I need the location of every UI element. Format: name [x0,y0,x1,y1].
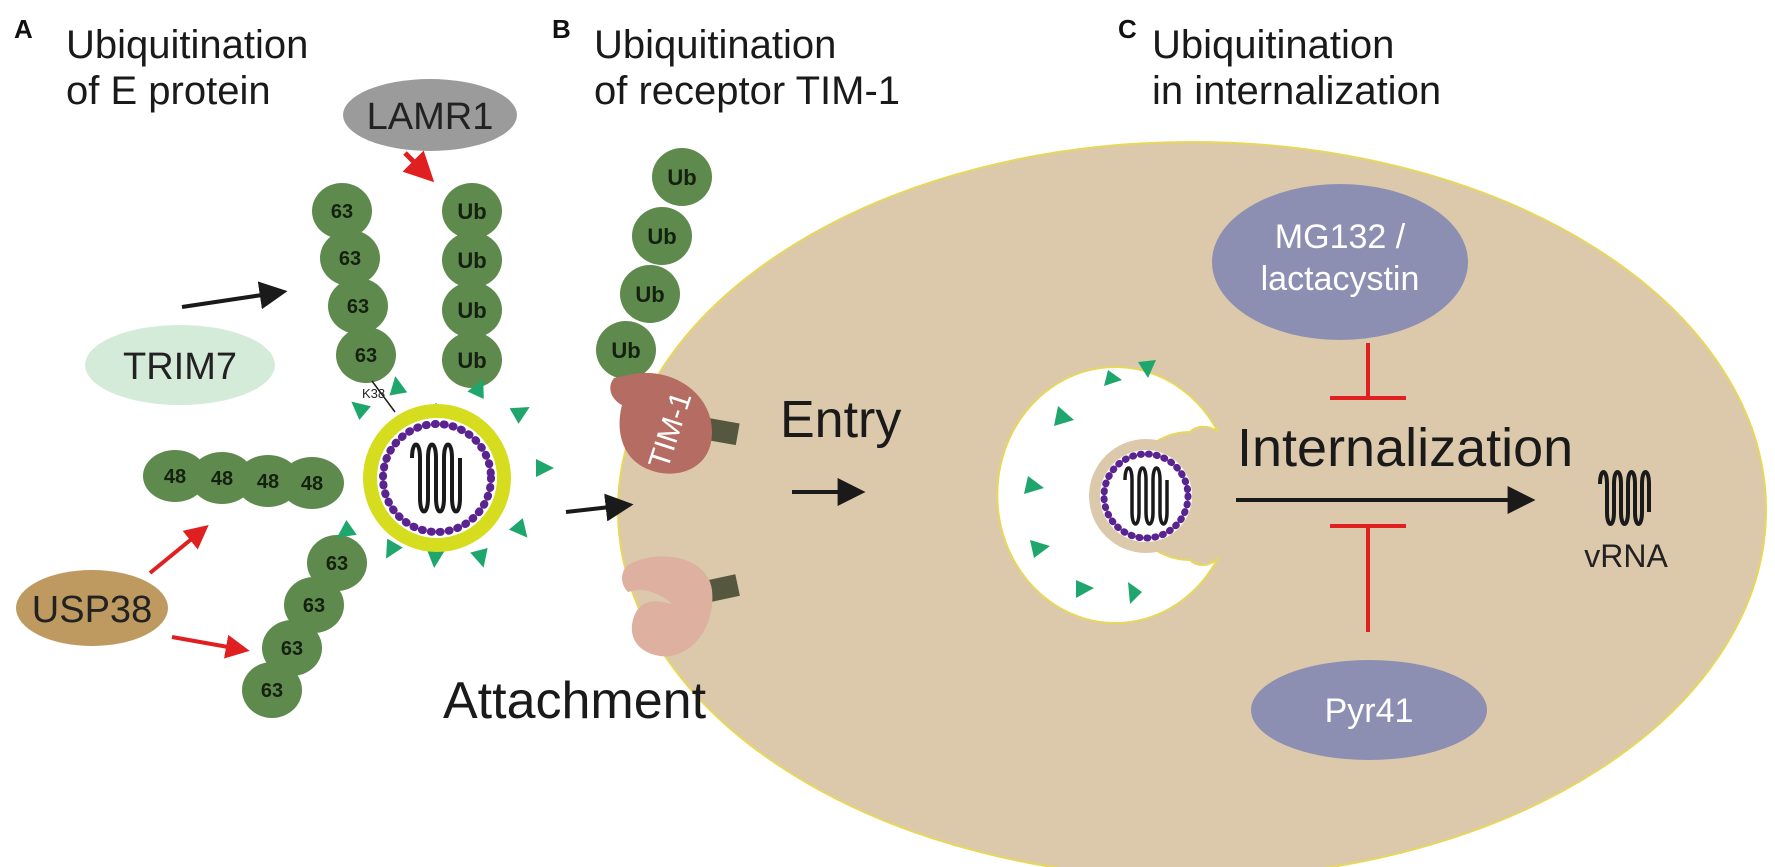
panel-c-title: C Ubiquitination in internalization [1118,14,1441,113]
ub-chain-label: 63 [261,680,283,702]
ub-unit-label: Ub [457,348,486,373]
lamr1-label: LAMR1 [367,96,494,138]
ub-unit-label: Ub [667,165,696,190]
k63-chain-top: 63 63 63 63 [312,183,396,383]
k48-chain: 48 48 48 48 [143,450,344,509]
ub-unit-label: Ub [611,338,640,363]
panel-b-title: B Ubiquitination of receptor TIM-1 [552,14,900,113]
ub-unit-label: Ub [647,224,676,249]
ub-chain-label: 63 [331,201,353,223]
panel-letter-c: C [1118,14,1137,44]
panel-letter-a: A [14,14,33,44]
ub-unit-label: Ub [457,298,486,323]
ub-chain-label: 63 [355,345,377,367]
trim7-label: TRIM7 [123,346,237,388]
ub-chain-label: 48 [301,473,323,495]
ub-chain-label: 63 [326,553,348,575]
ub-unit-label: Ub [457,248,486,273]
trim7-arrow [181,281,288,310]
entry-label: Entry [780,391,901,449]
ub-chain-label: 48 [164,466,186,488]
lamr1-arrow [402,150,435,183]
receptor-2 [622,556,740,657]
inhibitor-top-label-line2: lactacystin [1261,260,1420,298]
usp38-arrow-to-k48 [148,524,209,575]
inhibitor-top-label-line1: MG132 / [1275,218,1406,256]
ub-chain-label: 48 [211,468,233,490]
ub-chain-label: 48 [257,471,279,493]
attachment-label: Attachment [443,672,707,730]
panel-letter-b: B [552,14,571,44]
k63-chain-bottom: 63 63 63 63 [242,535,367,718]
panel-title-line1: Ubiquitination [1152,23,1394,67]
inhibition-bar-icon [1330,524,1406,632]
ub-chain-label: 63 [339,248,361,270]
usp38-label: USP38 [32,589,152,631]
virus-to-attachment-arrow [565,493,634,522]
lamr1-node: LAMR1 [343,79,517,151]
ub-chain-top: Ub Ub Ub Ub [442,183,502,388]
inhibitor-bottom-label: Pyr41 [1325,692,1414,730]
vrna-label: vRNA [1584,538,1668,574]
inhibition-bar-icon [1330,343,1406,400]
k38-label: K38 [362,386,385,401]
mg132-lactacystin-node: MG132 / lactacystin [1212,184,1468,340]
tim1-receptor: TIM-1 [610,372,740,474]
ub-unit-label: Ub [635,282,664,307]
usp38-arrow-to-k63 [171,634,250,659]
usp38-node: USP38 [16,570,168,646]
ub-chain-label: 63 [347,296,369,318]
pyr41-node: Pyr41 [1251,660,1487,760]
panel-title-line1: Ubiquitination [66,23,308,67]
panel-title-line2: of E protein [66,69,271,113]
panel-a-title: A Ubiquitination of E protein [14,14,308,113]
panel-title-line2: in internalization [1152,69,1441,113]
panel-title-line1: Ubiquitination [594,23,836,67]
internalization-label: Internalization [1237,418,1573,478]
tim1-ub-chain: Ub Ub Ub Ub [596,148,712,379]
virus-particle-icon [336,376,554,568]
ub-chain-label: 63 [303,595,325,617]
k38-linker [371,380,396,413]
panel-title-line2: of receptor TIM-1 [594,69,900,113]
trim7-node: TRIM7 [85,325,275,405]
endosome-icon [996,360,1219,624]
vrna-icon [1598,470,1651,526]
ub-unit-label: Ub [457,199,486,224]
ub-chain-label: 63 [281,638,303,660]
